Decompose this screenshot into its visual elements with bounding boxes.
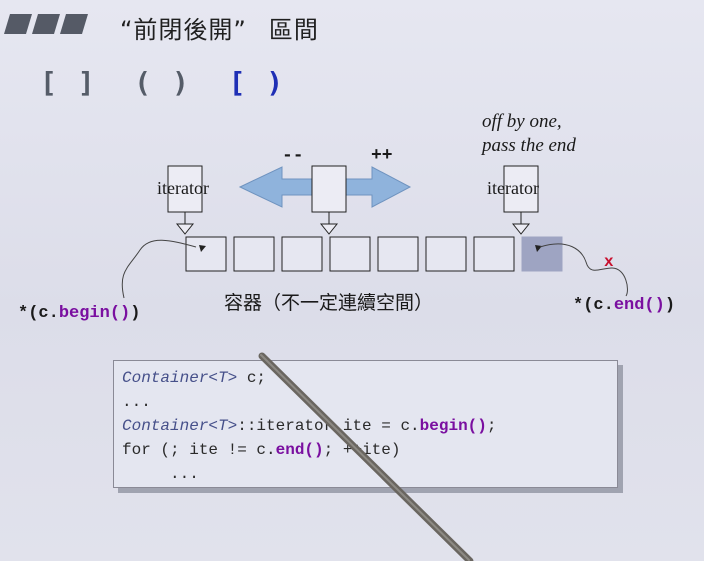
- code-l3-type: Container<T>: [122, 417, 238, 435]
- iterator-label-right: iterator: [487, 178, 539, 198]
- code-line-3: Container<T>::iterator ite = c.begin();: [122, 414, 617, 438]
- code-line-2: ...: [122, 393, 151, 411]
- header-decoration: [4, 14, 88, 34]
- open-interval: ( ): [134, 66, 191, 99]
- end-deref-prefix: *(c.: [573, 296, 614, 315]
- container-cells: [185, 236, 563, 272]
- code-line-1: Container<T> c;: [122, 366, 617, 390]
- code-l1-rest: c;: [237, 369, 267, 387]
- begin-leader: [121, 239, 197, 299]
- begin-deref: *(c.begin()): [18, 304, 140, 323]
- code-box: Container<T> c; ... Container<T>::iterat…: [113, 360, 618, 488]
- increment-label: ++: [371, 146, 393, 166]
- code-l1-type: Container<T>: [122, 369, 238, 387]
- closed-interval: [ ]: [40, 66, 97, 99]
- decrement-label: --: [282, 146, 304, 166]
- iterator-left: [167, 165, 203, 235]
- end-deref-suffix: ): [664, 296, 676, 315]
- end-deref: *(c.end()): [573, 296, 675, 315]
- pass-the-end-note: off by one, pass the end: [482, 110, 576, 158]
- title-word: 區間: [268, 16, 319, 44]
- past-the-end-cell: [521, 236, 563, 272]
- end-deref-fn: end(): [613, 296, 665, 315]
- slide-title: “前閉後開” 區間: [120, 10, 319, 45]
- code-line-5: ...: [122, 465, 199, 483]
- code-l3-mid: ::iterator ite = c.: [237, 417, 420, 435]
- end-marker: x: [604, 253, 614, 271]
- interval-notation: [ ] ( ) [ ): [40, 66, 285, 99]
- end-leader: [539, 243, 628, 297]
- code-l4-pre: for (; ite != c.: [122, 441, 276, 459]
- begin-deref-suffix: ): [130, 304, 141, 323]
- half-open-interval: [ ): [228, 66, 286, 99]
- begin-deref-prefix: *(c.: [18, 304, 59, 323]
- code-l3-end: ;: [486, 417, 497, 435]
- note-line-1: off by one,: [482, 111, 562, 132]
- iterator-label-left: iterator: [157, 178, 209, 198]
- iterator-middle: [311, 165, 347, 235]
- begin-deref-fn: begin(): [58, 304, 131, 323]
- iterator-right: [503, 165, 539, 235]
- note-line-2: pass the end: [482, 135, 576, 156]
- container-caption: 容器（不一定連續空間）: [224, 292, 434, 314]
- code-l3-fn: begin(): [419, 417, 487, 435]
- title-quoted: “前閉後開”: [120, 16, 247, 44]
- code-l4-fn: end(): [275, 441, 324, 459]
